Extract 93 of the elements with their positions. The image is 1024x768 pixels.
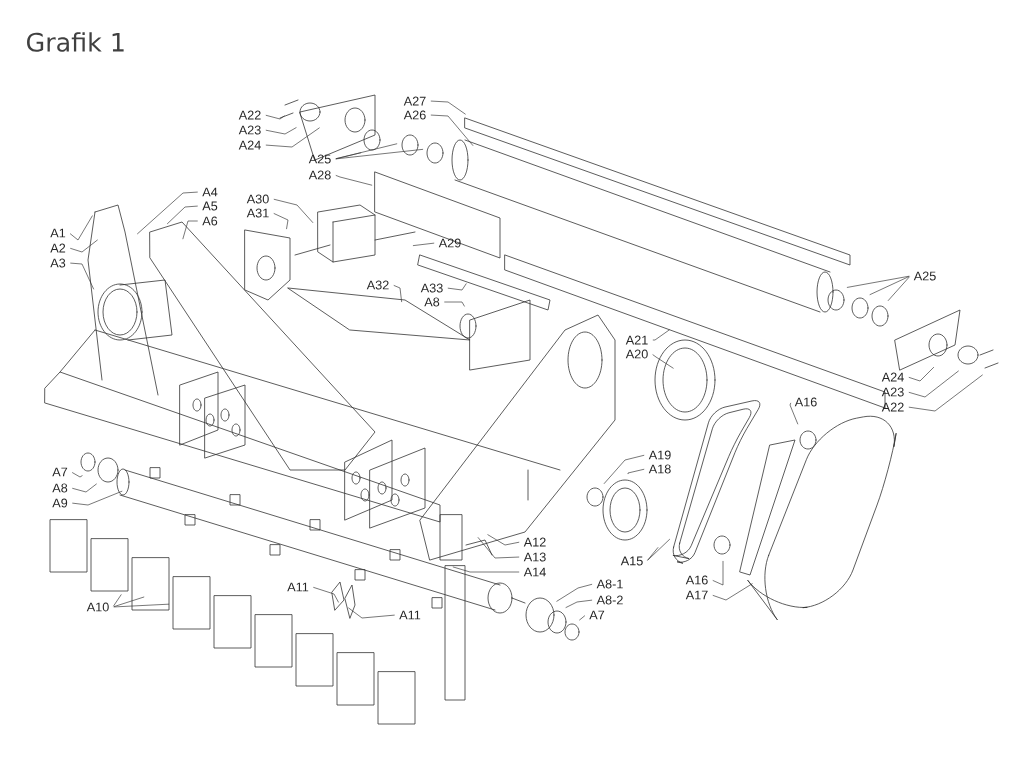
- leader-line: [647, 538, 670, 561]
- callout-number: A8: [424, 297, 440, 307]
- callout-number: A29: [438, 238, 461, 248]
- leader-line: [430, 100, 466, 115]
- leader-line: [447, 283, 467, 291]
- callout-number: A12: [523, 537, 546, 547]
- callout-number: A6: [202, 216, 218, 226]
- title: Grafik 1: [27, 32, 124, 52]
- leader-line: [452, 566, 520, 573]
- leader-line: [182, 220, 198, 240]
- callout-number: A3: [50, 258, 66, 268]
- leader-line: [444, 301, 465, 307]
- callout-number: A25: [913, 271, 936, 281]
- leader-line: [335, 175, 373, 186]
- leader-line: [348, 607, 395, 619]
- leader-line: [603, 455, 645, 484]
- callout-number: A27: [403, 96, 426, 106]
- leader-line: [335, 149, 424, 160]
- callout-number: A23: [238, 125, 261, 135]
- leader-line: [70, 239, 98, 253]
- leader-line: [265, 127, 320, 148]
- leader-line: [70, 215, 93, 241]
- callout-number: A22: [238, 110, 261, 120]
- leader-line: [712, 583, 753, 601]
- callout-number: A10: [86, 602, 109, 612]
- callout-number: A8-1: [596, 579, 623, 589]
- callout-number: A17: [685, 590, 708, 600]
- leader-line: [273, 199, 314, 223]
- leader-line: [887, 276, 910, 301]
- leader-line: [393, 285, 402, 303]
- leader-line: [477, 537, 520, 559]
- callout-number: A21: [625, 335, 648, 345]
- callout-number: A16: [685, 575, 708, 585]
- leader-line: [869, 276, 910, 295]
- callout-number: A4: [202, 187, 218, 197]
- callout-number: A15: [620, 556, 643, 566]
- leader-line: [652, 329, 670, 341]
- leader-line: [579, 615, 585, 621]
- callout-number: A30: [246, 194, 269, 204]
- leader-line: [789, 402, 799, 425]
- callout-number: A23: [881, 387, 904, 397]
- callout-number: A25: [308, 154, 331, 164]
- callout-number: A28: [308, 170, 331, 180]
- leader-line: [487, 534, 520, 546]
- leader-line: [413, 242, 435, 246]
- callout-number: A11: [287, 582, 309, 592]
- callout-number: A19: [648, 450, 671, 460]
- leader-line: [556, 584, 593, 602]
- leader-line: [265, 115, 285, 120]
- callout-number: A31: [246, 208, 269, 218]
- leader-line: [113, 596, 145, 607]
- leader-line: [113, 594, 122, 607]
- callout-number: A20: [625, 349, 648, 359]
- callout-number: A14: [523, 567, 546, 577]
- leader-line: [908, 374, 983, 412]
- callout-number: A8-2: [596, 595, 623, 605]
- callout-number: A18: [648, 464, 671, 474]
- callout-number: A16: [794, 397, 817, 407]
- callout-number: A5: [202, 201, 218, 211]
- callout-number: A33: [420, 283, 443, 293]
- leader-line: [72, 483, 97, 493]
- callout-number: A1: [50, 228, 66, 238]
- leader-line: [908, 367, 934, 382]
- leader-line: [72, 490, 123, 506]
- leader-line: [647, 547, 659, 561]
- leader-line: [335, 143, 398, 160]
- callout-number: A13: [523, 552, 546, 562]
- callout-number: A7: [589, 610, 605, 620]
- leader-line: [627, 468, 645, 474]
- leader-line: [167, 205, 198, 225]
- callout-number: A24: [238, 140, 261, 150]
- callout-number: A11: [399, 610, 421, 620]
- leader-line: [113, 603, 169, 608]
- leader-line: [565, 599, 593, 608]
- leader-line: [273, 213, 289, 230]
- leader-line: [313, 587, 339, 603]
- callout-number: A7: [52, 467, 68, 477]
- callout-number: A32: [366, 280, 389, 290]
- leader-line: [430, 114, 474, 146]
- callout-number: A9: [52, 498, 68, 508]
- leader-line: [908, 370, 959, 398]
- leader-line: [72, 472, 83, 478]
- callout-number: A24: [881, 372, 904, 382]
- callout-number: A22: [881, 402, 904, 412]
- leader-line: [652, 354, 674, 369]
- leader-line: [846, 275, 910, 288]
- leader-line: [137, 191, 198, 235]
- leader-line: [70, 262, 94, 290]
- callout-number: A26: [403, 110, 426, 120]
- callout-number: A8: [52, 483, 68, 493]
- leader-line: [265, 127, 297, 135]
- leader-line: [712, 561, 724, 586]
- callout-number: A2: [50, 243, 66, 253]
